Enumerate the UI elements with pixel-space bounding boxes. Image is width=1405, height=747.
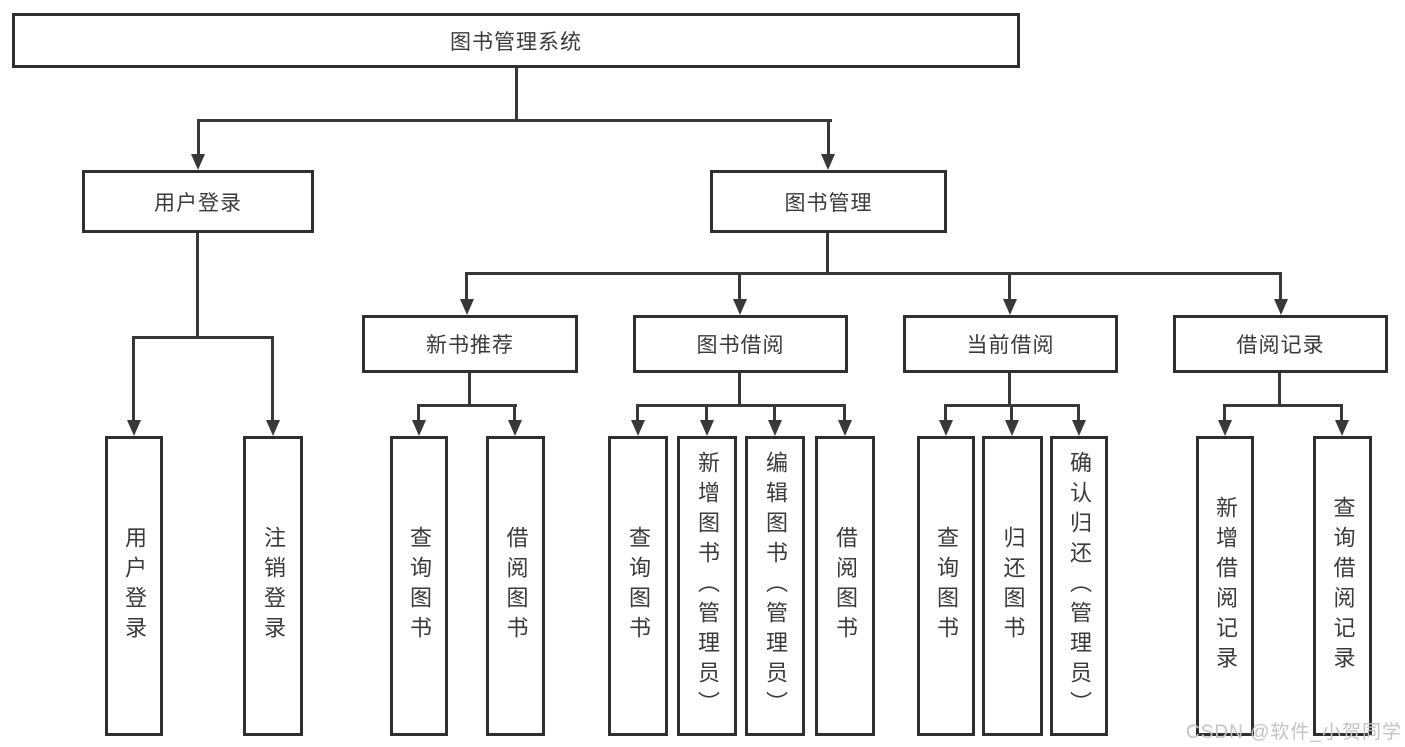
leaf-borrow-book: 借阅图书 [815,436,875,736]
connector-borrow-record-branch [1224,404,1342,407]
connector-drop-leaf [843,404,846,422]
arrowhead-leaf [939,420,953,436]
connector-book-mgmt-branch [466,272,1281,275]
connector-drop-user-login [197,119,200,157]
connector-drop-leaf [944,404,947,422]
connector-drop-leaf [1223,404,1226,422]
leaf-edit-book-admin: 编辑图书（管理员） [745,436,805,736]
connector-borrow-record-stem [1278,373,1281,407]
arrowhead-leaf [412,420,426,436]
connector-drop-leaf [636,404,639,422]
connector-root-branch [197,119,832,122]
arrowhead-book-borrow [733,299,747,315]
node-new-book: 新书推荐 [362,315,578,373]
arrowhead-leaf [768,420,782,436]
arrowhead-current-borrow [1003,299,1017,315]
arrowhead-leaf [266,420,280,436]
connector-drop-current-borrow [1008,272,1011,302]
arrowhead-book-mgmt [821,154,835,170]
arrowhead-user-login [191,154,205,170]
leaf-borrow-book: 借阅图书 [486,436,545,736]
connector-drop-leaf [271,336,274,422]
leaf-logout: 注销登录 [243,436,303,736]
connector-drop-leaf [513,404,516,422]
leaf-add-borrow-record: 新增借阅记录 [1196,436,1254,736]
arrowhead-new-book [460,299,474,315]
connector-current-borrow-stem [1008,373,1011,407]
arrowhead-leaf [1072,420,1086,436]
connector-drop-new-book [465,272,468,302]
connector-drop-borrow-record [1279,272,1282,302]
arrowhead-leaf [838,420,852,436]
node-current-borrow: 当前借阅 [903,315,1118,373]
csdn-watermark: CSDN @软件_小贺同学 [1186,722,1402,743]
arrowhead-leaf [1005,420,1019,436]
connector-drop-leaf [132,336,135,422]
connector-root-stem [515,68,518,121]
connector-drop-leaf [1340,404,1343,422]
leaf-query-book: 查询图书 [917,436,975,736]
leaf-add-book-admin: 新增图书（管理员） [677,436,737,736]
connector-user-login-branch [132,336,274,339]
node-user-login: 用户登录 [82,170,314,233]
leaf-query-borrow-record: 查询借阅记录 [1313,436,1372,736]
arrowhead-leaf [631,420,645,436]
node-book-mgmt: 图书管理 [710,170,947,233]
leaf-query-book: 查询图书 [608,436,668,736]
leaf-confirm-return-admin: 确认归还（管理员） [1050,436,1108,736]
connector-drop-leaf [417,404,420,422]
connector-drop-leaf [705,404,708,422]
connector-book-borrow-stem [738,373,741,407]
connector-book-mgmt-stem [826,233,829,275]
connector-drop-book-borrow [738,272,741,302]
node-root: 图书管理系统 [12,13,1020,68]
arrowhead-leaf [1335,420,1349,436]
arrowhead-leaf [127,420,141,436]
arrowhead-leaf [1218,420,1232,436]
connector-drop-leaf [773,404,776,422]
connector-new-book-stem [468,373,471,407]
node-borrow-record: 借阅记录 [1173,315,1388,373]
leaf-user-login: 用户登录 [105,436,163,736]
connector-user-login-stem [196,233,199,338]
connector-drop-leaf [1077,404,1080,422]
arrowhead-leaf [508,420,522,436]
node-book-borrow: 图书借阅 [633,315,848,373]
leaf-return-book: 归还图书 [982,436,1043,736]
arrowhead-leaf [700,420,714,436]
leaf-query-book: 查询图书 [390,436,448,736]
arrowhead-borrow-record [1274,299,1288,315]
connector-drop-book-mgmt [827,119,830,157]
connector-book-borrow-branch [637,404,846,407]
connector-drop-leaf [1010,404,1013,422]
connector-new-book-branch [418,404,517,407]
